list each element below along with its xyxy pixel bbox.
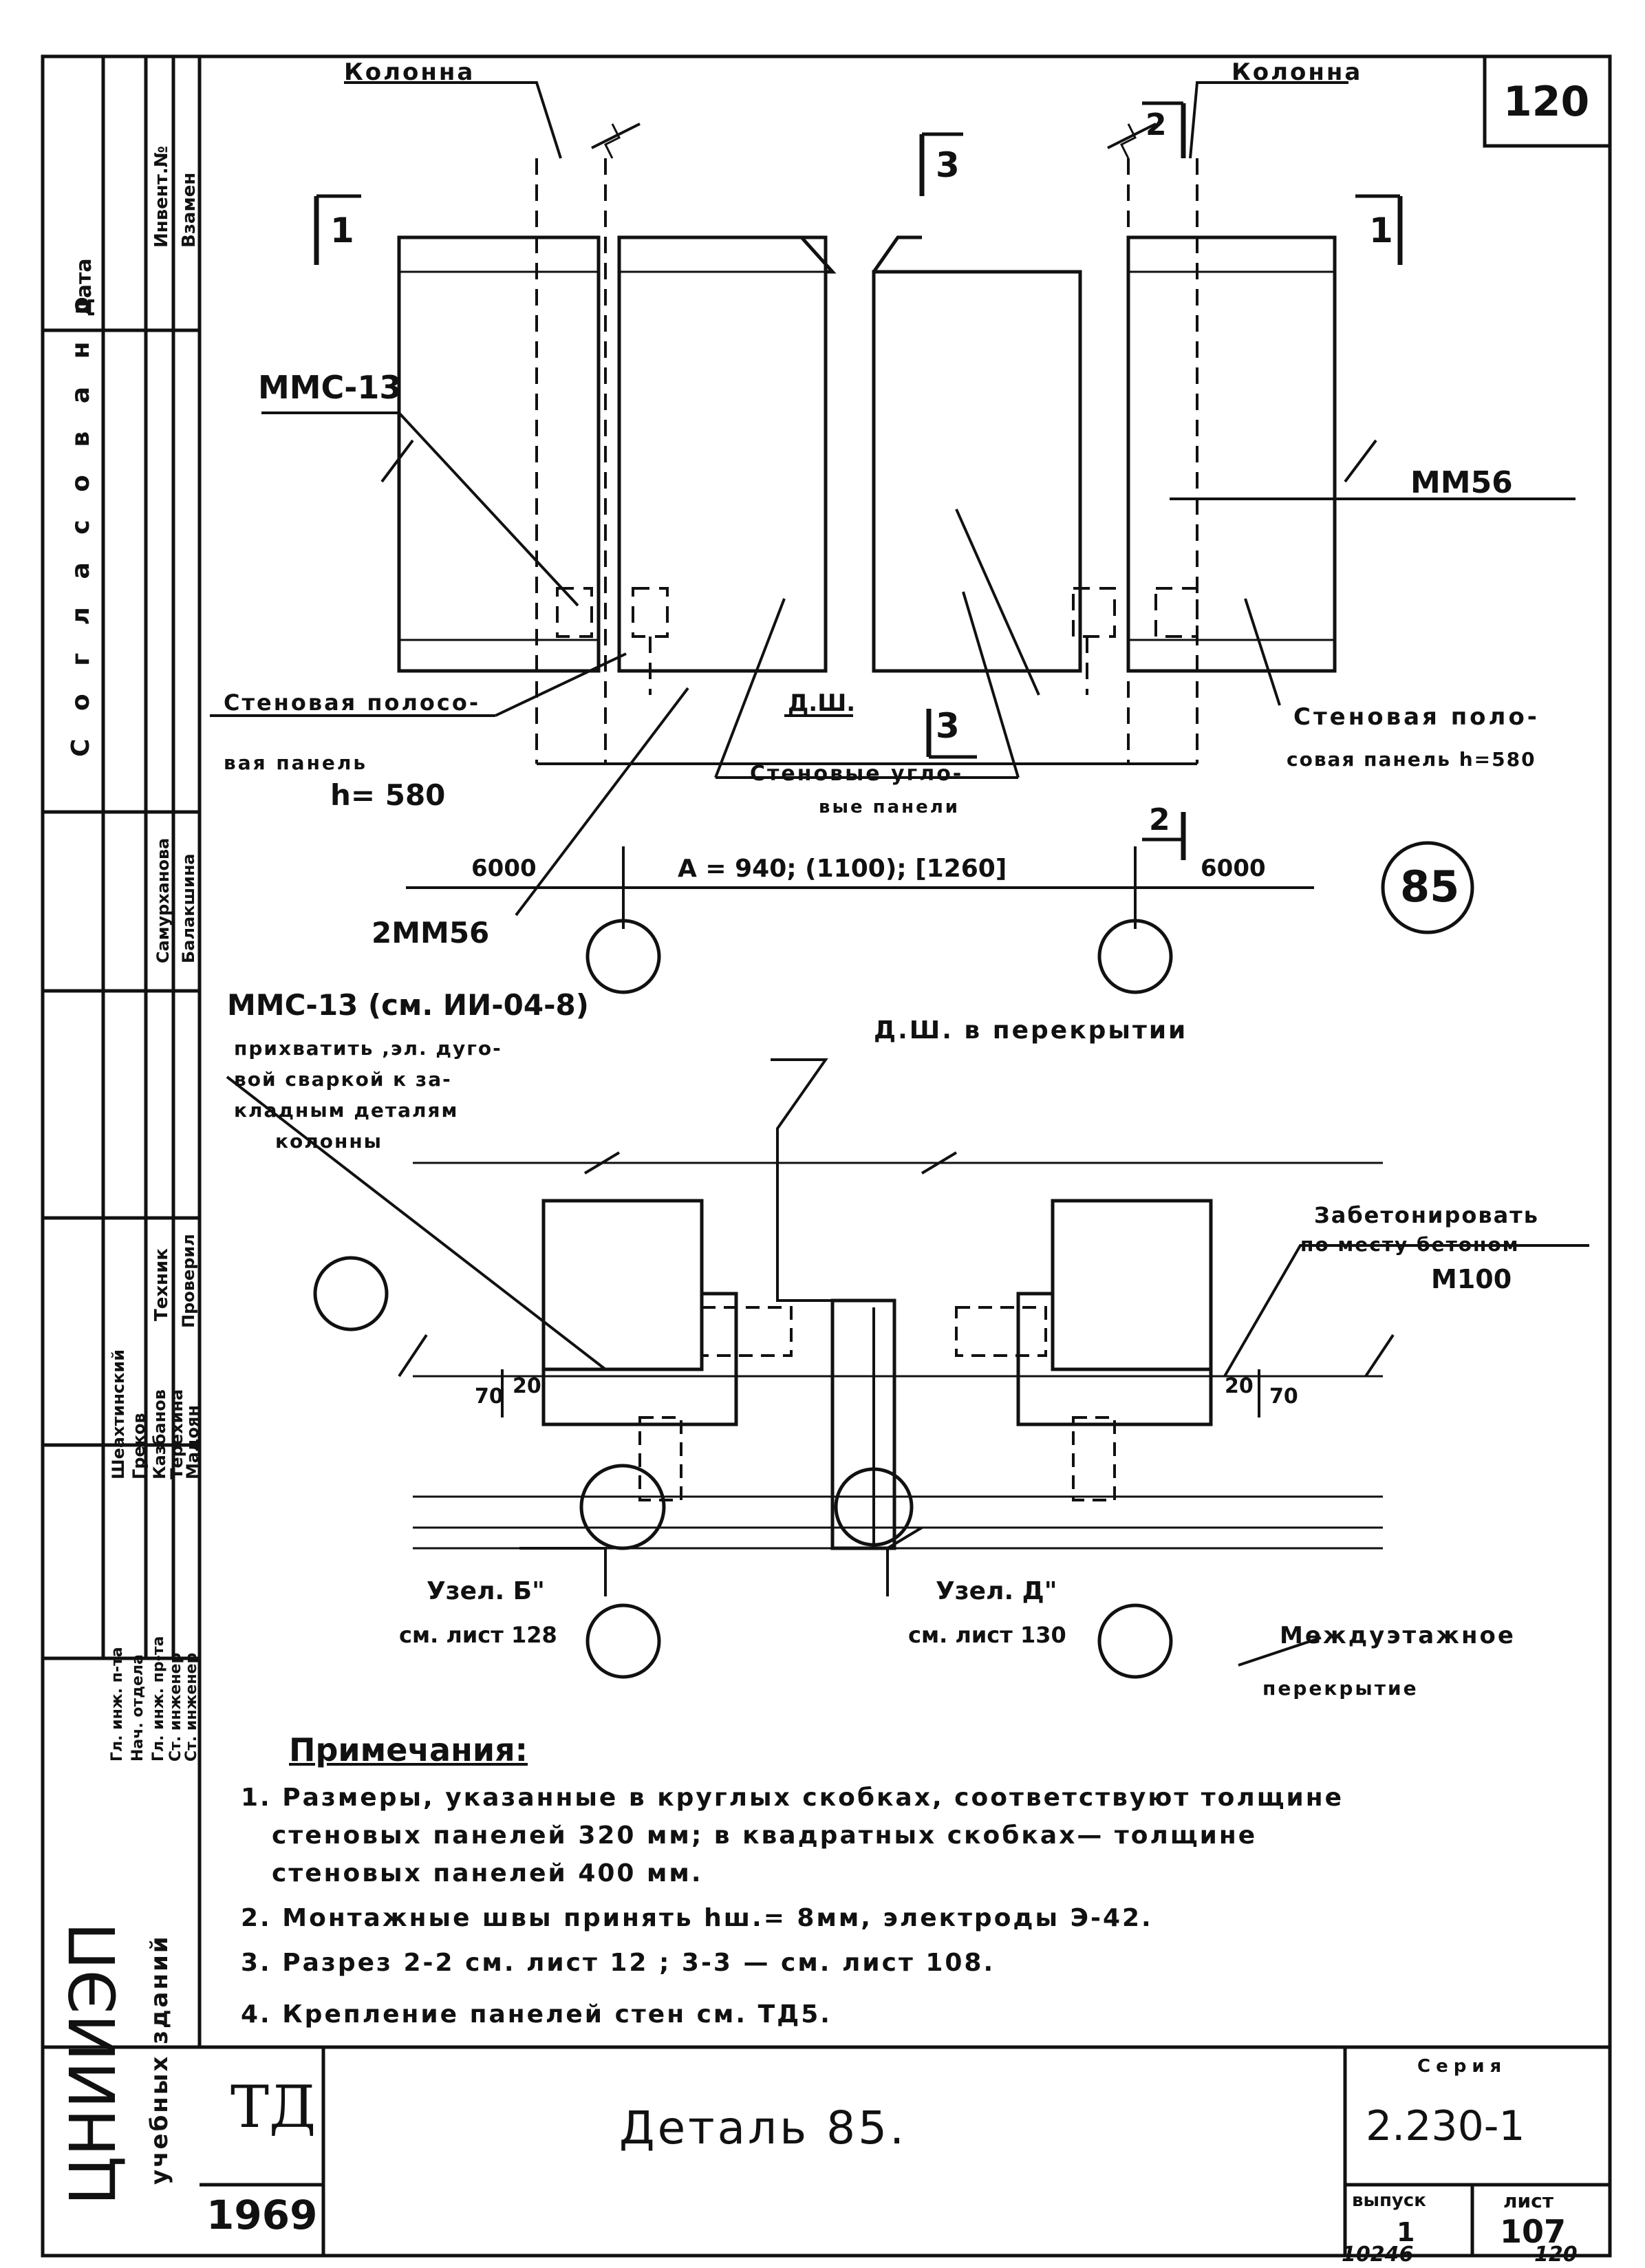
axis-circle: [585, 919, 661, 994]
node-b-circle: [579, 1464, 666, 1550]
side-role-3: Гл. инж. пр-та: [150, 1636, 167, 1762]
side-col-technik: Техник: [151, 1248, 172, 1321]
label-weld-4: колонны: [275, 1130, 383, 1153]
issue-label: выпуск: [1352, 2190, 1426, 2211]
dim-20-right: 20: [1225, 1374, 1254, 1398]
label-concrete-3: М100: [1431, 1264, 1512, 1294]
side-role-1: Гл. инж. п-та: [109, 1647, 126, 1762]
sheet-value: 107: [1500, 2213, 1567, 2250]
node-d-circle: [834, 1467, 914, 1547]
dim-70-right: 70: [1269, 1384, 1298, 1409]
corner-panel-right: [872, 270, 1082, 673]
label-2mm56: 2ММ56: [372, 916, 490, 950]
side-name-5: Мадоян: [183, 1405, 202, 1479]
joint-gap: [830, 1298, 896, 1550]
drawing-title: Деталь 85.: [619, 2101, 907, 2154]
side-technik-name-2: Балакшина: [179, 853, 198, 963]
axis-circle: [1097, 919, 1173, 994]
label-section-3-bottom: 3: [936, 706, 960, 746]
label-column-right: Колонна: [1232, 58, 1363, 86]
label-weld-2: вой сваркой к за-: [234, 1068, 452, 1091]
column-section-left: [541, 1199, 704, 1371]
label-dsh: Д.Ш.: [788, 689, 856, 717]
label-section-3-top: 3: [936, 145, 960, 185]
side-soglasovano: С о г л а с о в а н о: [67, 287, 95, 757]
label-corner-panels-1: Стеновые угло-: [750, 762, 964, 786]
note-3: 3. Разрез 2-2 см. лист 12 ; 3-3 — см. ли…: [241, 1949, 996, 1977]
label-node-b-2: см. лист 128: [399, 1622, 557, 1648]
label-node-d-2: см. лист 130: [908, 1622, 1066, 1648]
note-1-line-1: 1. Размеры, указанные в круглых скобках,…: [241, 1784, 1344, 1812]
sheet-number: 120: [1503, 78, 1590, 126]
section-view: [226, 1058, 1589, 1679]
stamp-right: 120: [1534, 2243, 1578, 2267]
label-concrete-2: по месту бетоном: [1300, 1233, 1520, 1256]
side-col-vzamen: Взамен: [179, 172, 200, 248]
sheet-frame: [41, 54, 1612, 2258]
label-wall-panel-left-h: h= 580: [330, 778, 446, 812]
note-2: 2. Монтажные швы принять hш.= 8мм, элект…: [241, 1904, 1153, 1932]
label-section-2-bottom: 2: [1149, 802, 1170, 837]
sheet-number-box: [1483, 54, 1612, 148]
detail-number: 85: [1400, 862, 1460, 912]
label-section-1-left: 1: [330, 211, 354, 250]
org-subtitle: учебных зданий: [146, 1934, 173, 2185]
column-section-right: [1051, 1199, 1213, 1371]
label-node-d-1: Узел. Д": [936, 1577, 1057, 1605]
note-1-line-3: стеновых панелей 400 мм.: [272, 1859, 703, 1887]
label-A-dimensions: А = 940; (1100); [1260]: [678, 855, 1007, 883]
label-mmc13-ref: ММС-13 (см. ИИ-04-8): [227, 988, 589, 1022]
side-role-4: Ст. инженер: [167, 1652, 184, 1762]
label-wall-panel-left-1: Стеновая полосо-: [224, 689, 481, 716]
org-name: ЦНИИЭП: [56, 1922, 130, 2205]
side-role-2: Нач. отдела: [129, 1654, 147, 1762]
label-corner-panels-2: вые панели: [819, 797, 960, 817]
side-technik-name-1: Самурханова: [153, 837, 173, 963]
title-code: ТД: [230, 2073, 316, 2141]
axis-circle: [1097, 1603, 1173, 1679]
side-name-3: Казбанов: [150, 1389, 169, 1479]
series-label: Серия: [1417, 2056, 1507, 2077]
dim-70-left: 70: [475, 1384, 504, 1409]
label-wall-panel-right-1: Стеновая поло-: [1293, 703, 1540, 731]
side-role-5: Ст. инженер: [183, 1652, 200, 1762]
side-col-proveril: Проверил: [179, 1234, 198, 1328]
label-slab-2: перекрытие: [1262, 1677, 1419, 1700]
dim-left-6000: 6000: [471, 855, 537, 882]
wall-panel-right: [1126, 235, 1337, 673]
note-4: 4. Крепление панелей стен см. ТД5.: [241, 2000, 832, 2029]
dim-20-left: 20: [513, 1374, 541, 1398]
title-year: 1969: [206, 2192, 318, 2238]
label-column-left: Колонна: [344, 58, 475, 86]
notes-heading: Примечания:: [289, 1731, 528, 1768]
label-wall-panel-right-2: совая панель h=580: [1287, 748, 1536, 771]
issue-value: 1: [1397, 2217, 1415, 2247]
side-col-inv: Инвент.№: [151, 145, 172, 248]
label-mmc13: ММС-13: [258, 369, 402, 406]
label-section-1-right: 1: [1369, 211, 1393, 250]
corner-panel-left: [617, 235, 828, 673]
label-concrete-1: Забетонировать: [1314, 1202, 1539, 1228]
label-slab-1: Междуэтажное: [1280, 1622, 1516, 1649]
side-name-1: Шеахтинский: [109, 1349, 128, 1479]
dim-right-6000: 6000: [1201, 855, 1266, 882]
series-value: 2.230-1: [1366, 2102, 1525, 2150]
label-weld-1: прихватить ,эл. дуго-: [234, 1037, 502, 1060]
label-section-2-top: 2: [1146, 107, 1167, 142]
axis-circle: [585, 1603, 661, 1679]
wall-panel-left: [397, 235, 601, 673]
label-wall-panel-left-2: вая панель: [224, 751, 368, 774]
stamp-left: 10246: [1342, 2243, 1414, 2267]
note-1-line-2: стеновых панелей 320 мм; в квадратных ск…: [272, 1821, 1258, 1850]
side-name-2: Греков: [129, 1413, 149, 1479]
label-dsh-slab: Д.Ш. в перекрытии: [874, 1016, 1188, 1045]
label-mm56: ММ56: [1410, 465, 1513, 500]
axis-circle: [313, 1256, 389, 1331]
sheet-label: лист: [1503, 2190, 1553, 2212]
detail-number-circle: [1381, 841, 1474, 934]
label-node-b-1: Узел. Б": [427, 1577, 545, 1605]
plan-view: [210, 81, 1576, 994]
label-weld-3: кладным деталям: [234, 1099, 459, 1122]
